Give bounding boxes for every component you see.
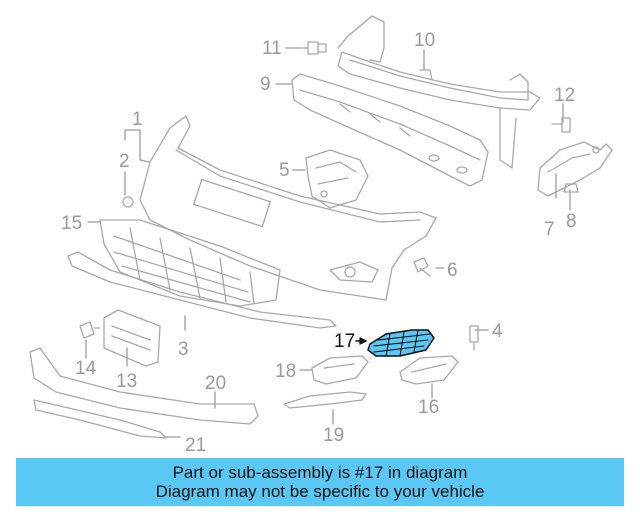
part-4-bolt [469, 325, 479, 351]
callout-3: 3 [178, 339, 189, 360]
part-16-trim [399, 355, 459, 385]
callout-4: 4 [492, 321, 503, 342]
part-19-strip [283, 391, 367, 409]
callout-7: 7 [544, 219, 555, 240]
part-9-absorber [291, 73, 489, 187]
part-1-bumper-cover [139, 115, 437, 301]
callout-5: 5 [279, 160, 290, 181]
callout-1: 1 [132, 109, 143, 130]
banner-line-2: Diagram may not be specific to your vehi… [155, 482, 485, 501]
callout-10: 10 [414, 30, 436, 51]
part-15-lower-grille [99, 219, 281, 307]
part-3-spoiler [67, 251, 337, 329]
callout-19: 19 [323, 425, 345, 446]
part-5-bracket [305, 149, 369, 209]
part-18-trim [311, 355, 369, 385]
callout-18: 18 [275, 361, 297, 382]
callout-16: 16 [418, 397, 440, 418]
part-12-clip [551, 117, 571, 133]
part-10-reinforcement [337, 15, 541, 169]
part-17-grille-highlighted [367, 329, 435, 357]
callout-12: 12 [554, 85, 576, 106]
part-20-deflector [29, 347, 259, 425]
callout-14: 14 [75, 358, 97, 379]
part-8-nut [563, 183, 579, 193]
part-2-clip [122, 196, 134, 208]
callout-21: 21 [185, 435, 207, 456]
callout-8: 8 [566, 211, 577, 232]
part-13-plate-bracket [103, 309, 161, 367]
banner-line-1: Part or sub-assembly is #17 in diagram [172, 463, 468, 482]
callout-6: 6 [447, 260, 458, 281]
part-6-screw [413, 257, 431, 277]
callout-15: 15 [61, 213, 83, 234]
callout-9: 9 [260, 74, 271, 95]
part-14-clip [79, 321, 101, 339]
callout-20: 20 [205, 373, 227, 394]
leader-lines [85, 47, 571, 438]
part-11-bolt [299, 41, 327, 55]
callout-11: 11 [262, 38, 282, 59]
info-banner: Part or sub-assembly is #17 in diagram D… [16, 458, 624, 506]
part-7-bracket [537, 141, 613, 197]
callout-17: 17 [334, 331, 356, 352]
part-21-strip [33, 399, 167, 439]
callout-13: 13 [116, 371, 138, 392]
callout-2: 2 [119, 151, 130, 172]
